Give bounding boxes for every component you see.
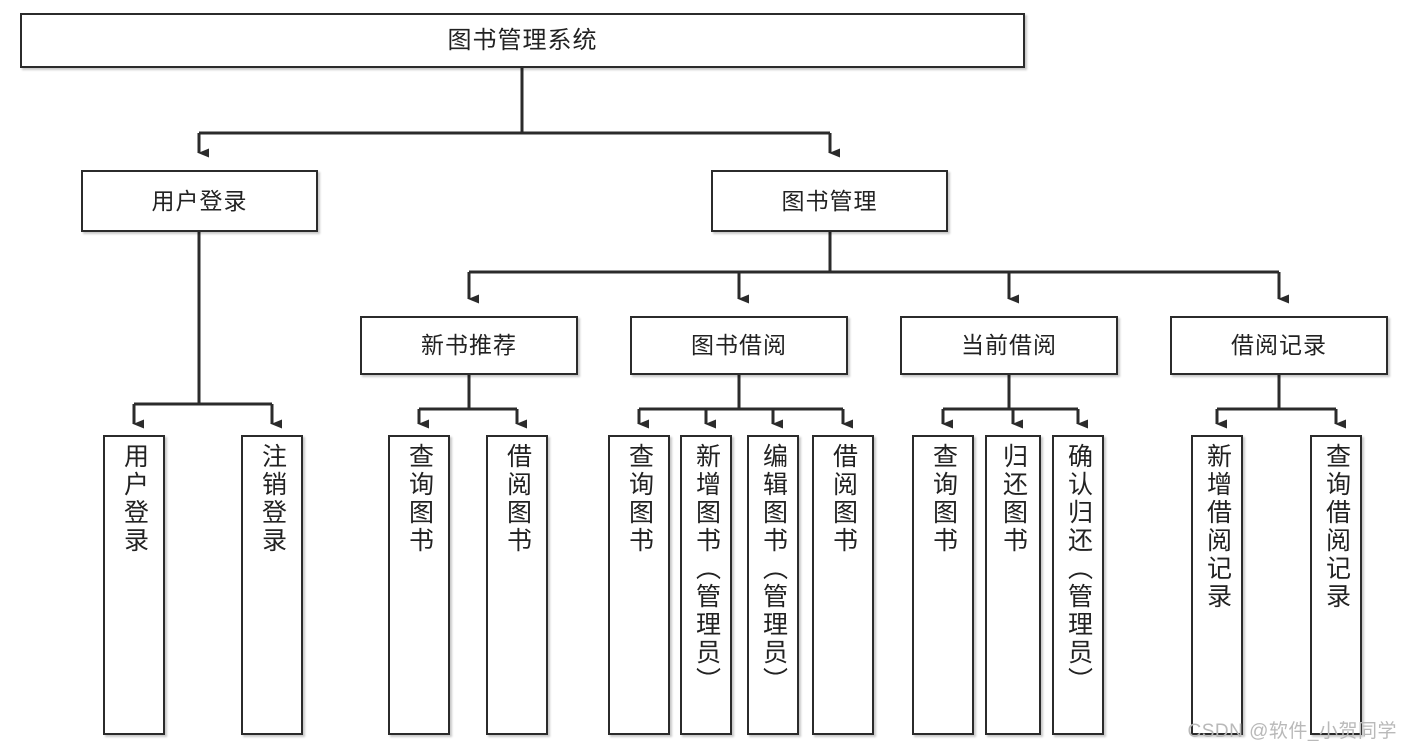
node-leaf-confirm-return-admin-label: 确认归还（管理员） bbox=[1064, 443, 1093, 695]
node-book-management[interactable]: 图书管理 bbox=[711, 170, 948, 232]
node-leaf-borrow-books-rec[interactable]: 借阅图书 bbox=[486, 435, 548, 735]
node-current-borrow[interactable]: 当前借阅 bbox=[900, 316, 1118, 375]
node-leaf-query-books-cb-label: 查询图书 bbox=[929, 443, 958, 555]
node-borrow-records-label: 借阅记录 bbox=[1231, 332, 1327, 359]
node-leaf-add-book-admin[interactable]: 新增图书（管理员） bbox=[680, 435, 732, 735]
node-user-login[interactable]: 用户登录 bbox=[81, 170, 318, 232]
node-leaf-user-login-label: 用户登录 bbox=[120, 443, 149, 555]
node-leaf-edit-book-admin[interactable]: 编辑图书（管理员） bbox=[747, 435, 799, 735]
node-leaf-query-books-rec[interactable]: 查询图书 bbox=[388, 435, 450, 735]
node-book-borrow[interactable]: 图书借阅 bbox=[630, 316, 848, 375]
node-leaf-query-books-bb[interactable]: 查询图书 bbox=[608, 435, 670, 735]
node-current-borrow-label: 当前借阅 bbox=[961, 332, 1057, 359]
node-leaf-logout-label: 注销登录 bbox=[258, 443, 287, 555]
node-book-borrow-label: 图书借阅 bbox=[691, 332, 787, 359]
node-leaf-return-books[interactable]: 归还图书 bbox=[985, 435, 1041, 735]
node-leaf-query-books-rec-label: 查询图书 bbox=[405, 443, 434, 555]
node-leaf-borrow-books-bb-label: 借阅图书 bbox=[829, 443, 858, 555]
node-root-label: 图书管理系统 bbox=[447, 26, 598, 54]
node-leaf-add-borrow-record-label: 新增借阅记录 bbox=[1203, 443, 1232, 611]
node-leaf-logout[interactable]: 注销登录 bbox=[241, 435, 303, 735]
node-leaf-borrow-books-bb[interactable]: 借阅图书 bbox=[812, 435, 874, 735]
node-book-management-label: 图书管理 bbox=[781, 187, 878, 214]
node-new-book-recommend-label: 新书推荐 bbox=[421, 332, 517, 359]
node-leaf-edit-book-admin-label: 编辑图书（管理员） bbox=[759, 443, 788, 695]
csdn-watermark: CSDN @软件_小贺同学 bbox=[1187, 721, 1397, 742]
node-leaf-add-borrow-record[interactable]: 新增借阅记录 bbox=[1191, 435, 1243, 735]
node-leaf-borrow-books-rec-label: 借阅图书 bbox=[503, 443, 532, 555]
node-leaf-return-books-label: 归还图书 bbox=[999, 443, 1028, 555]
node-leaf-query-books-bb-label: 查询图书 bbox=[625, 443, 654, 555]
node-user-login-label: 用户登录 bbox=[151, 187, 248, 214]
node-leaf-query-borrow-record-label: 查询借阅记录 bbox=[1322, 443, 1351, 611]
node-leaf-query-borrow-record[interactable]: 查询借阅记录 bbox=[1310, 435, 1362, 735]
node-leaf-query-books-cb[interactable]: 查询图书 bbox=[912, 435, 974, 735]
node-new-book-recommend[interactable]: 新书推荐 bbox=[360, 316, 578, 375]
node-leaf-confirm-return-admin[interactable]: 确认归还（管理员） bbox=[1052, 435, 1104, 735]
node-root[interactable]: 图书管理系统 bbox=[20, 13, 1025, 68]
node-leaf-add-book-admin-label: 新增图书（管理员） bbox=[692, 443, 721, 695]
node-leaf-user-login[interactable]: 用户登录 bbox=[103, 435, 165, 735]
node-borrow-records[interactable]: 借阅记录 bbox=[1170, 316, 1388, 375]
